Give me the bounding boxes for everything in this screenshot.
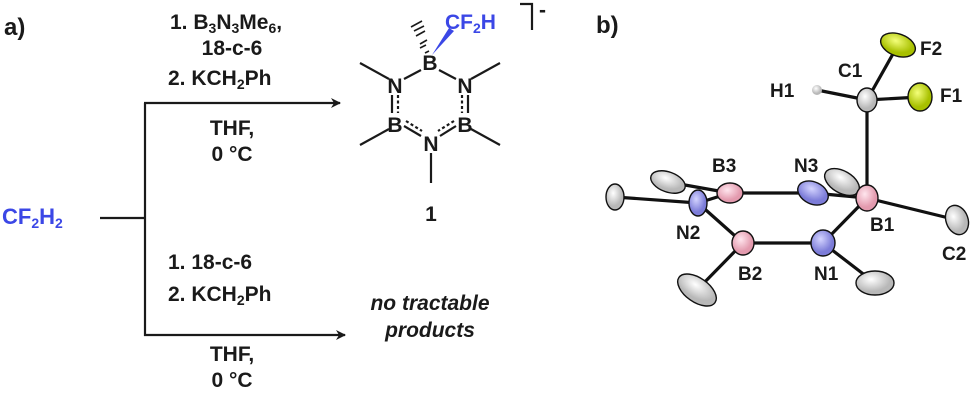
upper-reagent-18c6: 18-c-6 — [201, 37, 263, 60]
text: 2 — [55, 215, 63, 231]
label-n2: N2 — [676, 223, 701, 244]
wedge-bond — [432, 28, 454, 55]
cf2h-substituent: CF2H — [445, 11, 496, 36]
label-b2: B2 — [738, 264, 763, 285]
atom-c1 — [856, 87, 878, 113]
text: CF — [445, 11, 473, 34]
panel-a-label: a) — [4, 14, 26, 41]
lower-reagent-2: 2. KCH2Ph — [168, 283, 272, 308]
label-c1: C1 — [838, 61, 863, 82]
text: 3 — [231, 20, 240, 36]
atom-b1 — [855, 184, 879, 212]
text: 1. B — [170, 11, 209, 34]
atom-h1 — [812, 85, 822, 95]
no-product-line2: products — [385, 319, 475, 342]
compound-number: 1 — [425, 203, 437, 226]
atom-b-lower-left: B — [387, 114, 403, 137]
methyl-n2 — [605, 183, 625, 211]
lower-temperature: 0 °C — [211, 369, 253, 392]
text: Ph — [244, 283, 272, 306]
reactant-cf2h2: CF2H2 — [2, 204, 63, 231]
text: 2 — [473, 20, 481, 36]
lower-solvent: THF, — [209, 343, 255, 366]
text: H — [480, 11, 496, 34]
label-n3: N3 — [794, 156, 819, 177]
upper-reagent-2: 2. KCH2Ph — [168, 67, 272, 92]
text: 2 — [236, 292, 245, 308]
text: 6 — [268, 20, 277, 36]
label-b1: B1 — [870, 215, 895, 236]
label-b3: B3 — [712, 156, 737, 177]
atom-n2 — [688, 189, 708, 217]
label-c2: C2 — [942, 244, 967, 265]
upper-solvent: THF, — [209, 117, 255, 140]
atom-n3 — [797, 180, 829, 206]
text: 2. KCH — [168, 283, 237, 306]
anion-charge: - — [539, 0, 546, 22]
upper-temperature: 0 °C — [211, 143, 253, 166]
lower-reagent-1: 1. 18-c-6 — [168, 251, 253, 274]
atom-n-right: N — [457, 75, 473, 98]
atom-n-left: N — [387, 75, 403, 98]
text: H — [39, 204, 56, 229]
atom-f1 — [907, 82, 933, 112]
atom-b2 — [731, 230, 755, 256]
product-structure — [359, 2, 534, 183]
atom-n-bottom: N — [423, 133, 439, 156]
atom-b3 — [716, 182, 744, 204]
upper-reagent-1: 1. B3N3Me6, — [170, 11, 283, 36]
text: 2. KCH — [168, 67, 237, 90]
atom-b-top: B — [422, 52, 438, 75]
label-f2: F2 — [920, 39, 943, 60]
text: Ph — [244, 67, 272, 90]
text: 3 — [208, 20, 217, 36]
methyl-n1 — [855, 270, 895, 296]
atom-b-lower-right: B — [457, 114, 473, 137]
hashed-bond — [410, 20, 430, 54]
no-product-line1: no tractable — [370, 292, 490, 315]
panel-b-label: b) — [596, 12, 619, 39]
text: Me — [239, 11, 269, 34]
methyl-b2 — [677, 273, 717, 307]
atom-c2 — [944, 204, 970, 236]
text: N — [216, 11, 232, 34]
text: CF — [2, 204, 32, 229]
atom-ellipsoids — [605, 32, 970, 307]
atom-n1 — [810, 229, 836, 257]
label-n1: N1 — [814, 264, 839, 285]
label-h1: H1 — [770, 81, 795, 102]
text: , — [276, 11, 283, 34]
atom-f2 — [879, 32, 917, 58]
text: 2 — [236, 76, 245, 92]
charge-bracket — [520, 2, 534, 30]
text: 2 — [31, 215, 40, 231]
methyl-b3 — [650, 170, 686, 194]
reaction-arrows — [100, 98, 346, 340]
label-f1: F1 — [940, 86, 963, 107]
